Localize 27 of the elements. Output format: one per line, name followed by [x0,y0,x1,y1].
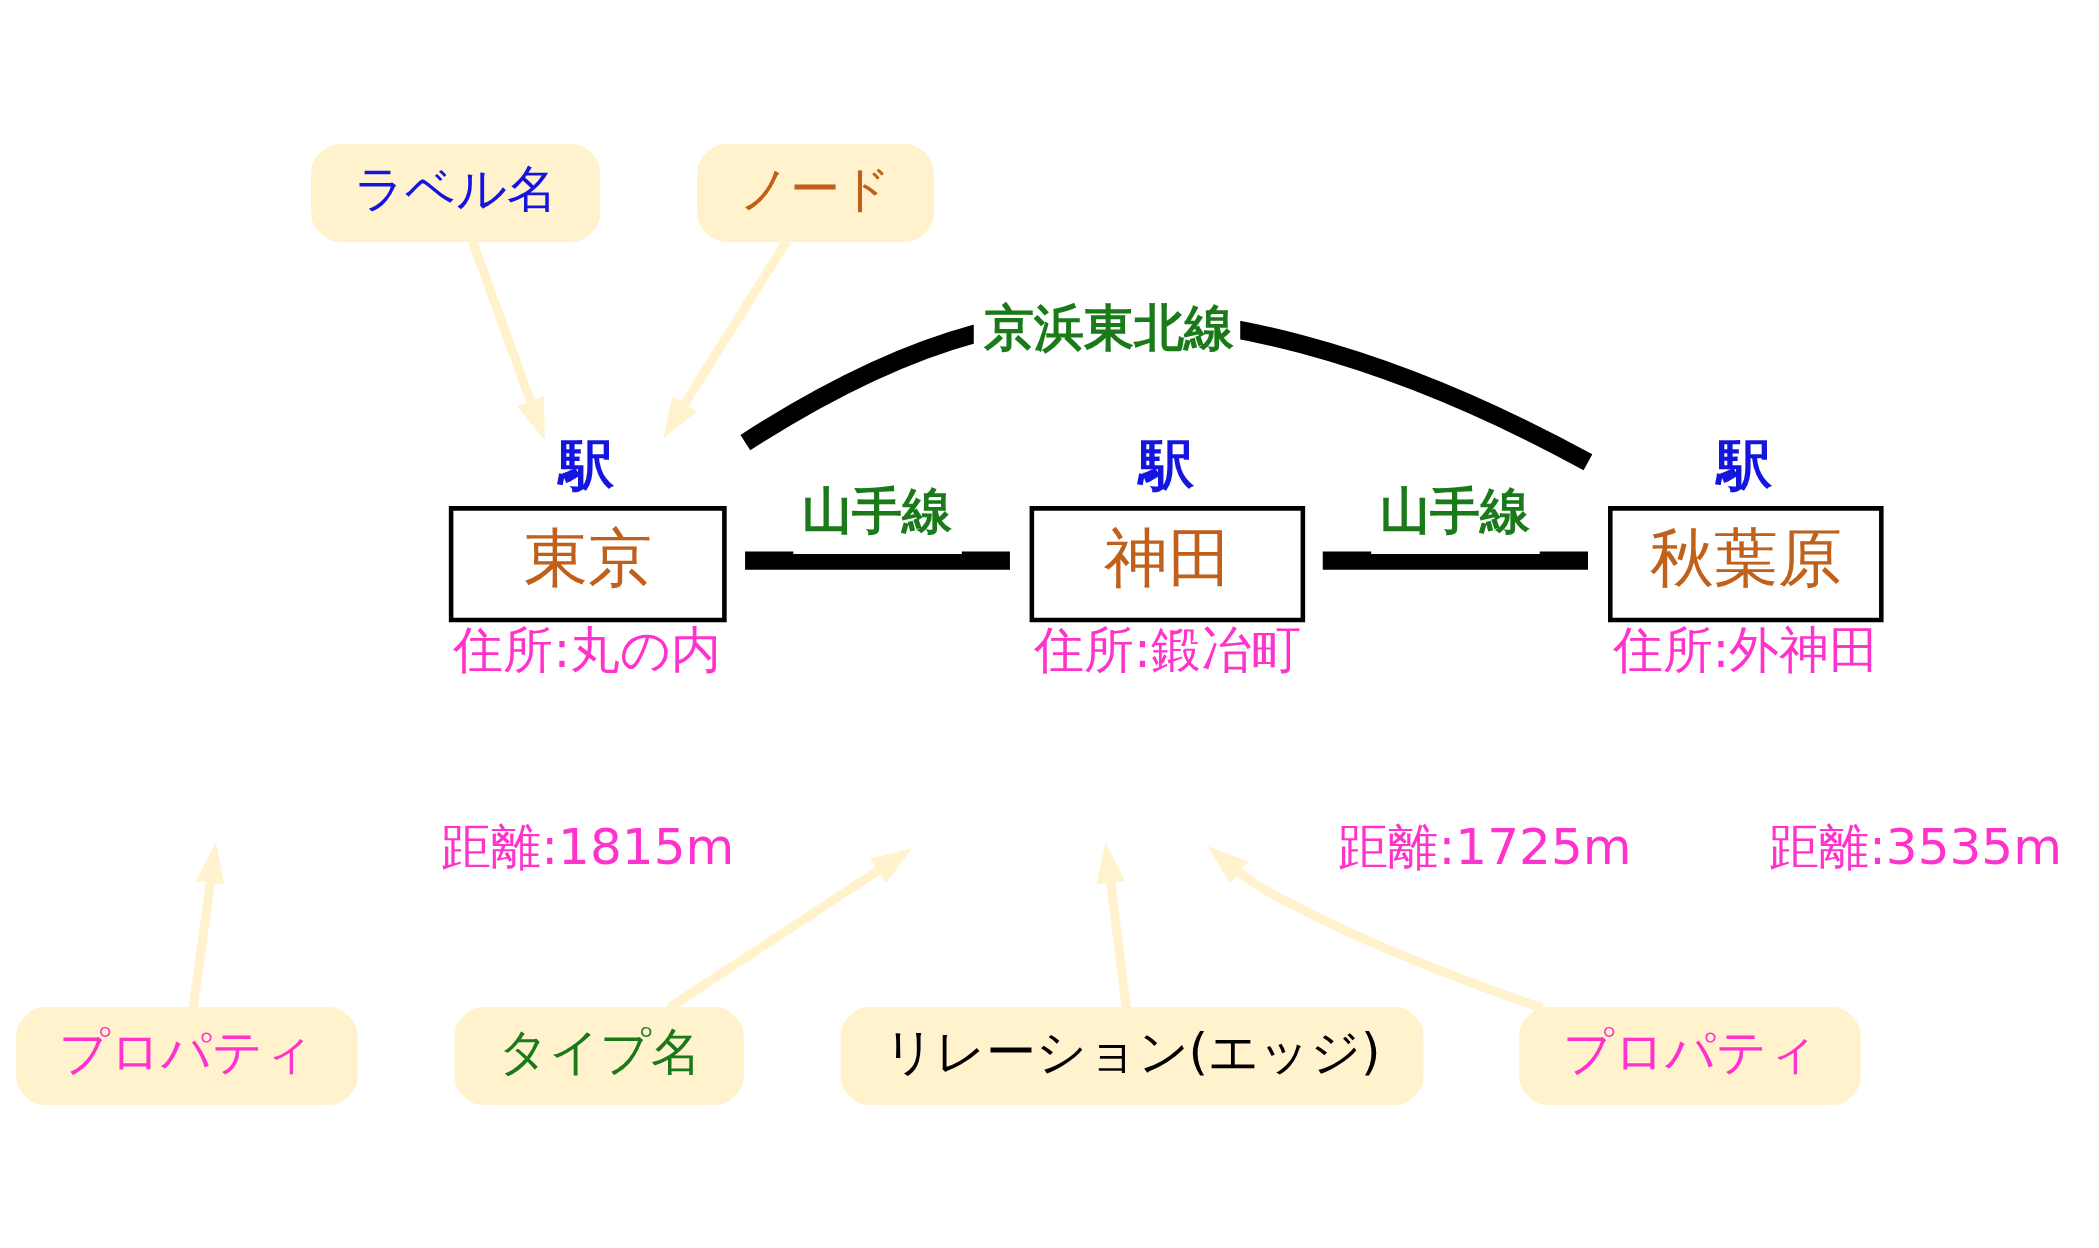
connector [745,551,1010,570]
node-label: 駅 [1138,432,1194,497]
node-label: 住所:鍛冶町 [1034,619,1302,679]
label: 距離:1815m [441,816,735,876]
label: 距離:1725m [1338,816,1632,876]
node-box: リレーション(エッジ) [840,1006,1424,1105]
node-box: タイプ名 [454,1006,744,1105]
node-box: プロパティ [1519,1006,1861,1105]
label: 距離:3535m [1768,816,2063,876]
arrow [1207,845,1544,1012]
node-box: ノード [697,143,934,242]
node-box: プロパティ [16,1006,358,1105]
node-box: 秋葉原 [1608,505,1884,622]
node-box: 神田 [1029,505,1306,622]
edge-label: 山手線 [802,480,953,540]
node-label: 駅 [559,432,615,497]
node-box: ラベル名 [311,143,601,242]
edge-label: 山手線 [1380,480,1531,540]
arrow [1096,841,1131,1008]
node-label: 住所:外神田 [1612,619,1880,679]
connector [1322,551,1588,570]
arrow [188,841,225,1008]
edge-label: 京浜東北線 [984,297,1235,357]
node-label: 住所:丸の内 [453,619,722,679]
arrow [468,239,545,440]
node-box: 東京 [448,505,727,622]
node-label: 駅 [1717,432,1773,497]
